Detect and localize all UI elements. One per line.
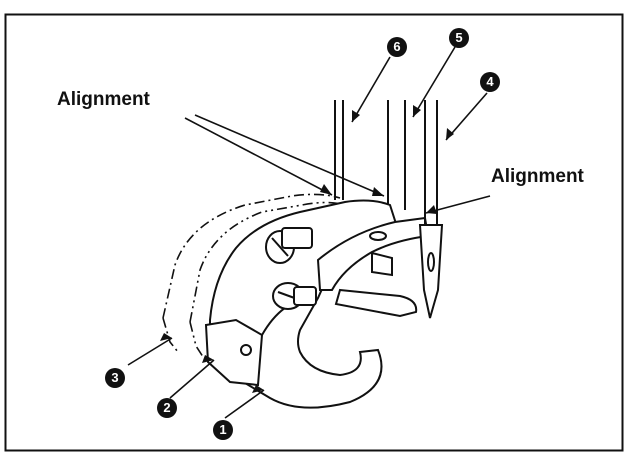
callout-5: 5 — [449, 28, 469, 48]
callout-3: 3 — [105, 368, 125, 388]
ghost-outline-3 — [162, 193, 341, 353]
rod-6 — [334, 100, 344, 200]
ghost-outline-2 — [189, 201, 346, 361]
rod-5 — [387, 100, 406, 210]
leader-lines — [127, 46, 491, 419]
presser-arm — [316, 216, 430, 318]
arrowheads — [160, 105, 454, 393]
setscrew-lower — [272, 282, 317, 310]
needle-4 — [418, 100, 444, 319]
callout-6: 6 — [387, 37, 407, 57]
callout-1: 1 — [213, 420, 233, 440]
callout-4: 4 — [480, 72, 500, 92]
setscrew-upper — [265, 227, 313, 264]
callout-2: 2 — [157, 398, 177, 418]
alignment-label-right: Alignment — [491, 166, 584, 187]
figure-frame — [4, 13, 624, 452]
alignment-label-left: Alignment — [57, 89, 150, 110]
